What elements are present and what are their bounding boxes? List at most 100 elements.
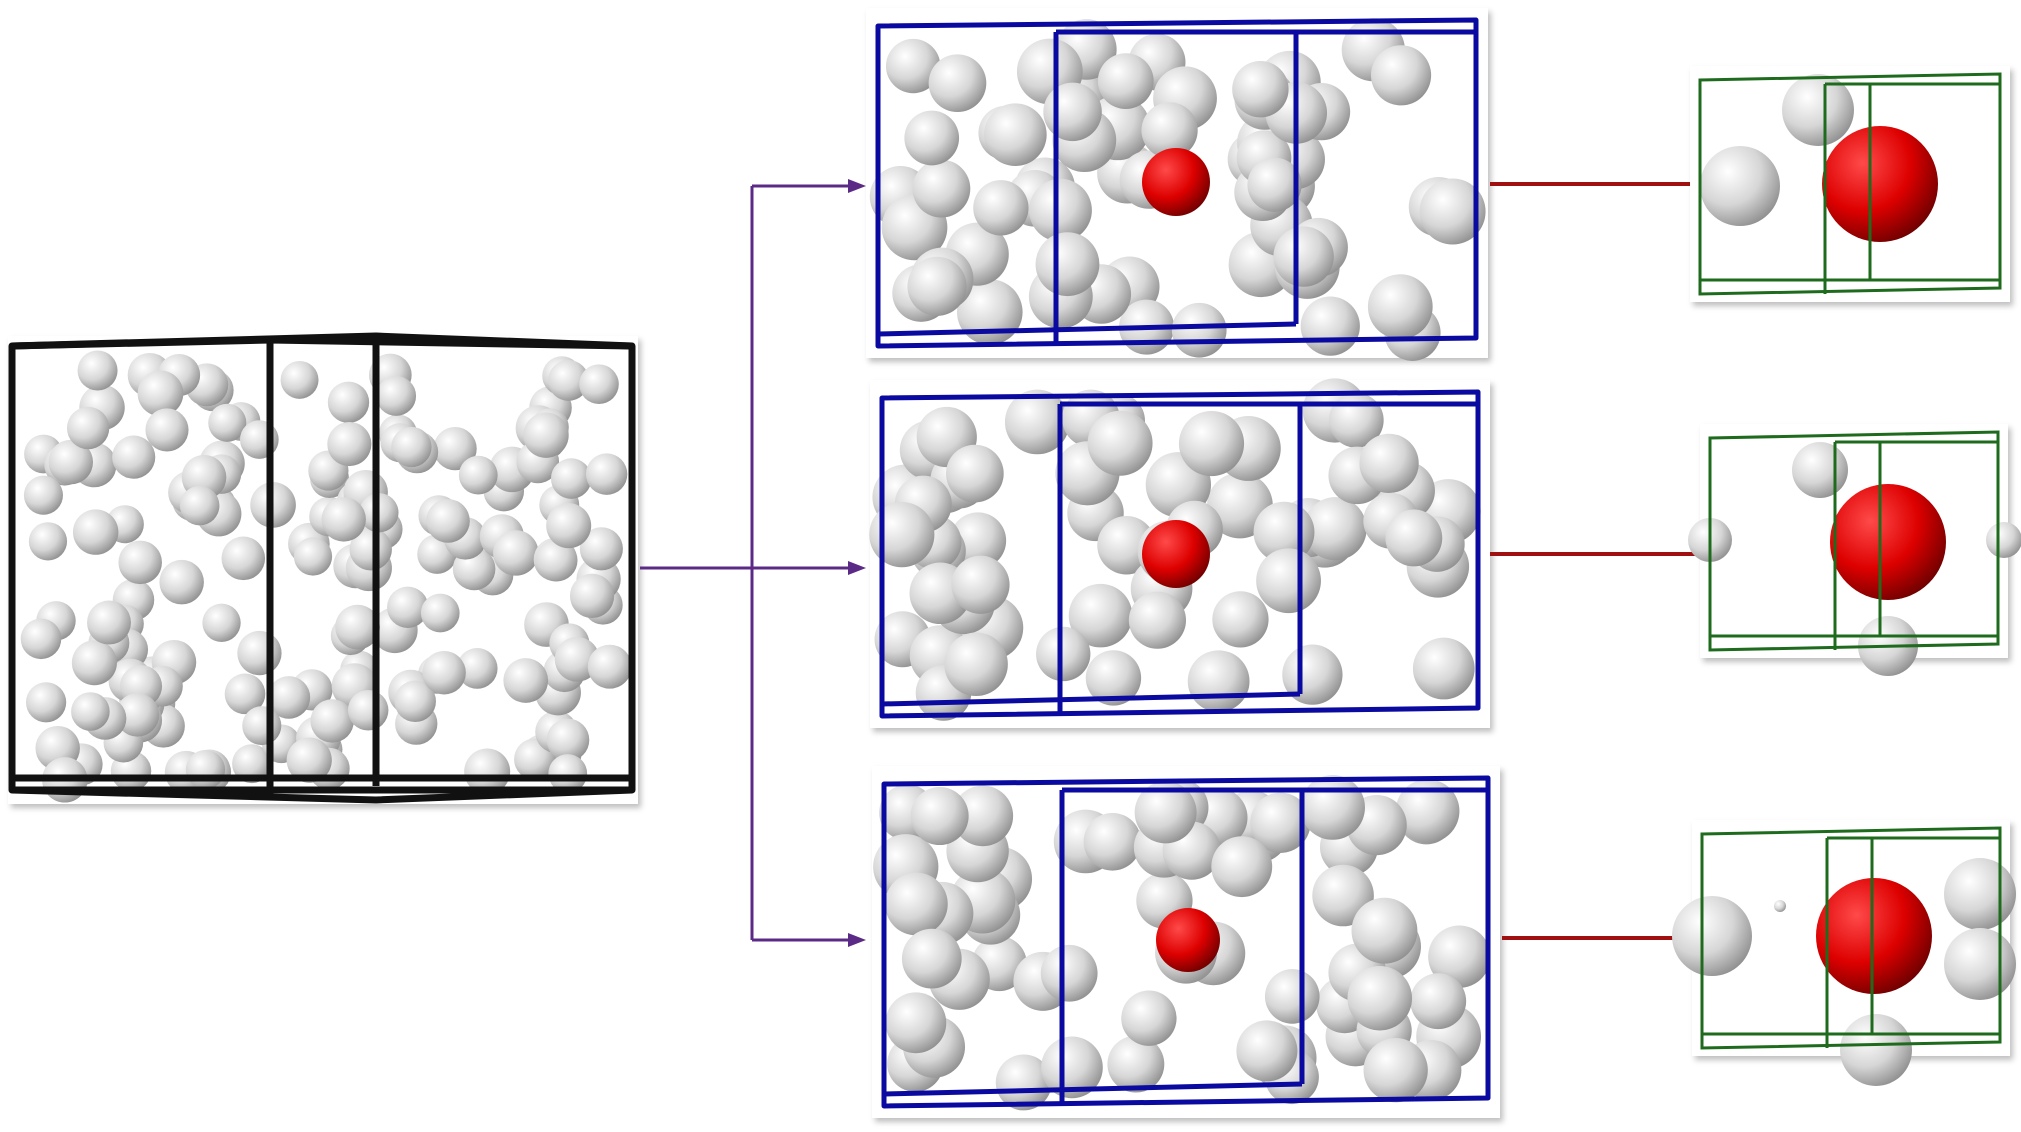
sub-box-3-particle (1351, 897, 1418, 964)
main-particle (433, 426, 477, 471)
sub-box-1-outline (875, 17, 1479, 349)
local-box-1-particle (1782, 74, 1854, 146)
sub-box-1-particle (1370, 45, 1432, 106)
main-particle (185, 749, 226, 790)
sub-box-1-particle (1273, 226, 1334, 287)
main-particle (221, 536, 266, 581)
local-box-3-outline (1700, 826, 2002, 1050)
local-box-3-particle (1944, 858, 2016, 930)
main-particle (327, 422, 372, 467)
sub-box-3-particle (1040, 944, 1098, 1002)
main-particle (71, 692, 110, 731)
main-particle (426, 499, 470, 543)
sub-box-1-particle (1035, 232, 1100, 297)
main-particle (208, 403, 247, 442)
main-particle (503, 658, 549, 703)
main-particle (48, 439, 94, 485)
sub-box-3-particle (1211, 836, 1273, 898)
sub-box-3-particle (1347, 965, 1413, 1031)
main-particle (280, 360, 319, 399)
main-particle (137, 370, 184, 417)
local-box-2-panel (1688, 424, 2021, 676)
main-particle (579, 527, 623, 571)
sub-box-2-frame (879, 389, 1481, 719)
sub-box-3-particle (884, 872, 948, 936)
main-particle (77, 350, 118, 391)
local-box-1-outline (1698, 72, 2002, 296)
main-particle (458, 455, 498, 495)
main-particle (422, 650, 466, 695)
sub-box-2-particle (1359, 433, 1419, 494)
main-particle (242, 706, 282, 746)
main-particle (585, 453, 628, 495)
sub-box-1-particle (928, 54, 987, 113)
local-box-3-highlight-particle (1816, 878, 1932, 994)
main-particle (202, 603, 241, 642)
sub-box-2-particle (1068, 583, 1133, 648)
sub-box-3-particle (1428, 925, 1491, 988)
main-particle (112, 435, 156, 479)
main-particle (310, 699, 354, 743)
sub-box-3-particle (952, 785, 1014, 847)
main-particle (587, 644, 632, 689)
sub-box-1-particle (885, 38, 941, 94)
main-particle (456, 648, 498, 689)
main-particle (335, 604, 380, 650)
sub-box-1-particle (1141, 102, 1198, 159)
local-box-2-outline (1708, 430, 2000, 652)
sub-box-1-particle (912, 159, 971, 218)
main-particle (464, 748, 511, 795)
sub-box-2-particle (1256, 548, 1321, 614)
local-box-2-particle (1986, 522, 2021, 558)
local-box-3-particle (1774, 900, 1786, 912)
main-particle (394, 680, 436, 723)
sub-box-3-particle (1041, 1036, 1103, 1099)
local-box-1-highlight-particle (1822, 126, 1938, 242)
sub-box-1-frame (875, 17, 1479, 349)
local-box-3-panel (1672, 820, 2016, 1086)
main-particle (349, 528, 392, 571)
main-particle (493, 530, 539, 576)
sub-box-3-highlight-particle (1156, 908, 1220, 972)
local-box-1-panel (1690, 66, 2010, 302)
main-particle (548, 360, 589, 401)
sub-box-3-particle (1121, 990, 1177, 1046)
sub-box-1-particle (984, 103, 1047, 166)
sub-box-1-particle (1300, 296, 1360, 356)
main-particle (546, 718, 590, 762)
sub-box-1-particle (904, 110, 960, 166)
main-particle (376, 375, 417, 416)
main-particle (523, 412, 569, 458)
sub-box-2-particle (1004, 389, 1070, 455)
main-particle (550, 458, 592, 499)
sub-box-3-particle (995, 1054, 1052, 1111)
sub-box-2-back-bottom-edge (881, 691, 1301, 707)
main-particle (20, 618, 62, 660)
main-particle (25, 682, 67, 723)
main-particle (66, 406, 110, 450)
local-box-2-frame (1708, 430, 2000, 652)
main-particle (569, 573, 615, 619)
arrow-head-1 (848, 179, 866, 193)
main-particle (237, 630, 282, 676)
main-particle (179, 485, 220, 526)
main-particle (267, 676, 311, 719)
sub-box-2-particle (1128, 591, 1187, 649)
local-box-3-particles (1672, 858, 2016, 1086)
main-particle (23, 475, 63, 515)
main-particle (420, 593, 460, 633)
sub-box-3-outline (881, 775, 1491, 1109)
sub-box-3-particle (1083, 812, 1142, 871)
sub-box-1-highlight-particle (1142, 148, 1210, 216)
sub-box-2-particle (1282, 644, 1343, 705)
sub-box-3-particle (1107, 1035, 1165, 1093)
sub-box-1-particle (1171, 302, 1227, 358)
main-particle (232, 744, 272, 784)
local-box-1-frame (1698, 72, 2002, 296)
split-arrows (640, 179, 866, 947)
main-box-frame (8, 332, 636, 804)
main-particle (286, 737, 332, 783)
sub-box-3-particle (1134, 781, 1197, 844)
main-box-panel (8, 332, 638, 804)
